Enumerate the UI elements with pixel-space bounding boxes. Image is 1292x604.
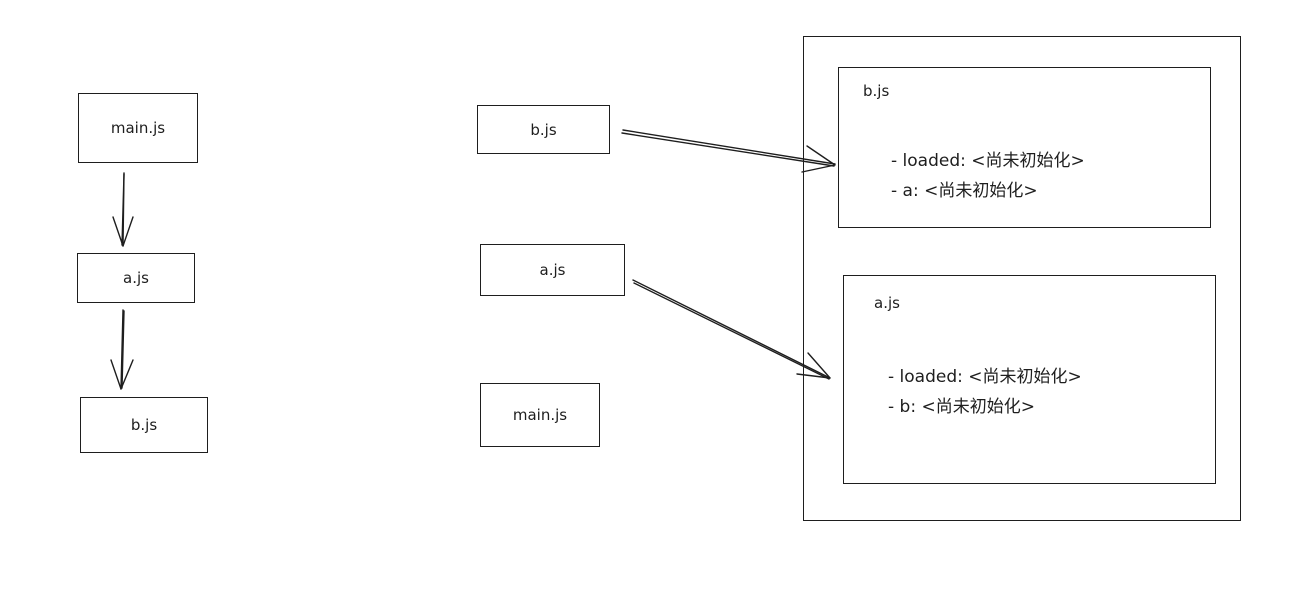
arrow-a-to-a-record bbox=[632, 279, 831, 380]
middle-main-js-box: main.js bbox=[480, 383, 600, 447]
b-js-prop-a: - a: <尚未初始化> bbox=[891, 181, 1038, 201]
a-js-prop-b: - b: <尚未初始化> bbox=[888, 397, 1035, 417]
a-js-prop-loaded: - loaded: <尚未初始化> bbox=[888, 367, 1082, 387]
middle-a-js-label: a.js bbox=[539, 261, 566, 279]
middle-b-js-label: b.js bbox=[530, 120, 557, 139]
b-js-prop-list: - loaded: <尚未初始化> - a: <尚未初始化> bbox=[891, 146, 1085, 206]
middle-b-js-box: b.js bbox=[477, 105, 610, 154]
arrow-b-to-b-record bbox=[621, 129, 836, 173]
left-a-js-box: a.js bbox=[77, 253, 195, 303]
arrow-main-to-a bbox=[112, 172, 134, 247]
b-js-prop-loaded: - loaded: <尚未初始化> bbox=[891, 151, 1085, 171]
middle-main-js-label: main.js bbox=[512, 406, 568, 424]
a-js-module-record: a.js - loaded: <尚未初始化> - b: <尚未初始化> bbox=[843, 275, 1216, 484]
a-js-prop-list: - loaded: <尚未初始化> - b: <尚未初始化> bbox=[888, 362, 1082, 422]
b-js-module-title: b.js bbox=[863, 82, 890, 100]
arrow-a-to-b bbox=[110, 309, 134, 390]
left-main-js-box: main.js bbox=[78, 93, 198, 163]
module-cache-container bbox=[803, 36, 1241, 521]
left-b-js-box: b.js bbox=[80, 397, 208, 453]
left-b-js-label: b.js bbox=[130, 416, 158, 434]
middle-a-js-box: a.js bbox=[480, 244, 625, 296]
a-js-module-title: a.js bbox=[874, 294, 900, 312]
left-main-js-label: main.js bbox=[110, 119, 166, 137]
b-js-module-record: b.js - loaded: <尚未初始化> - a: <尚未初始化> bbox=[838, 67, 1211, 228]
left-a-js-label: a.js bbox=[123, 269, 149, 287]
